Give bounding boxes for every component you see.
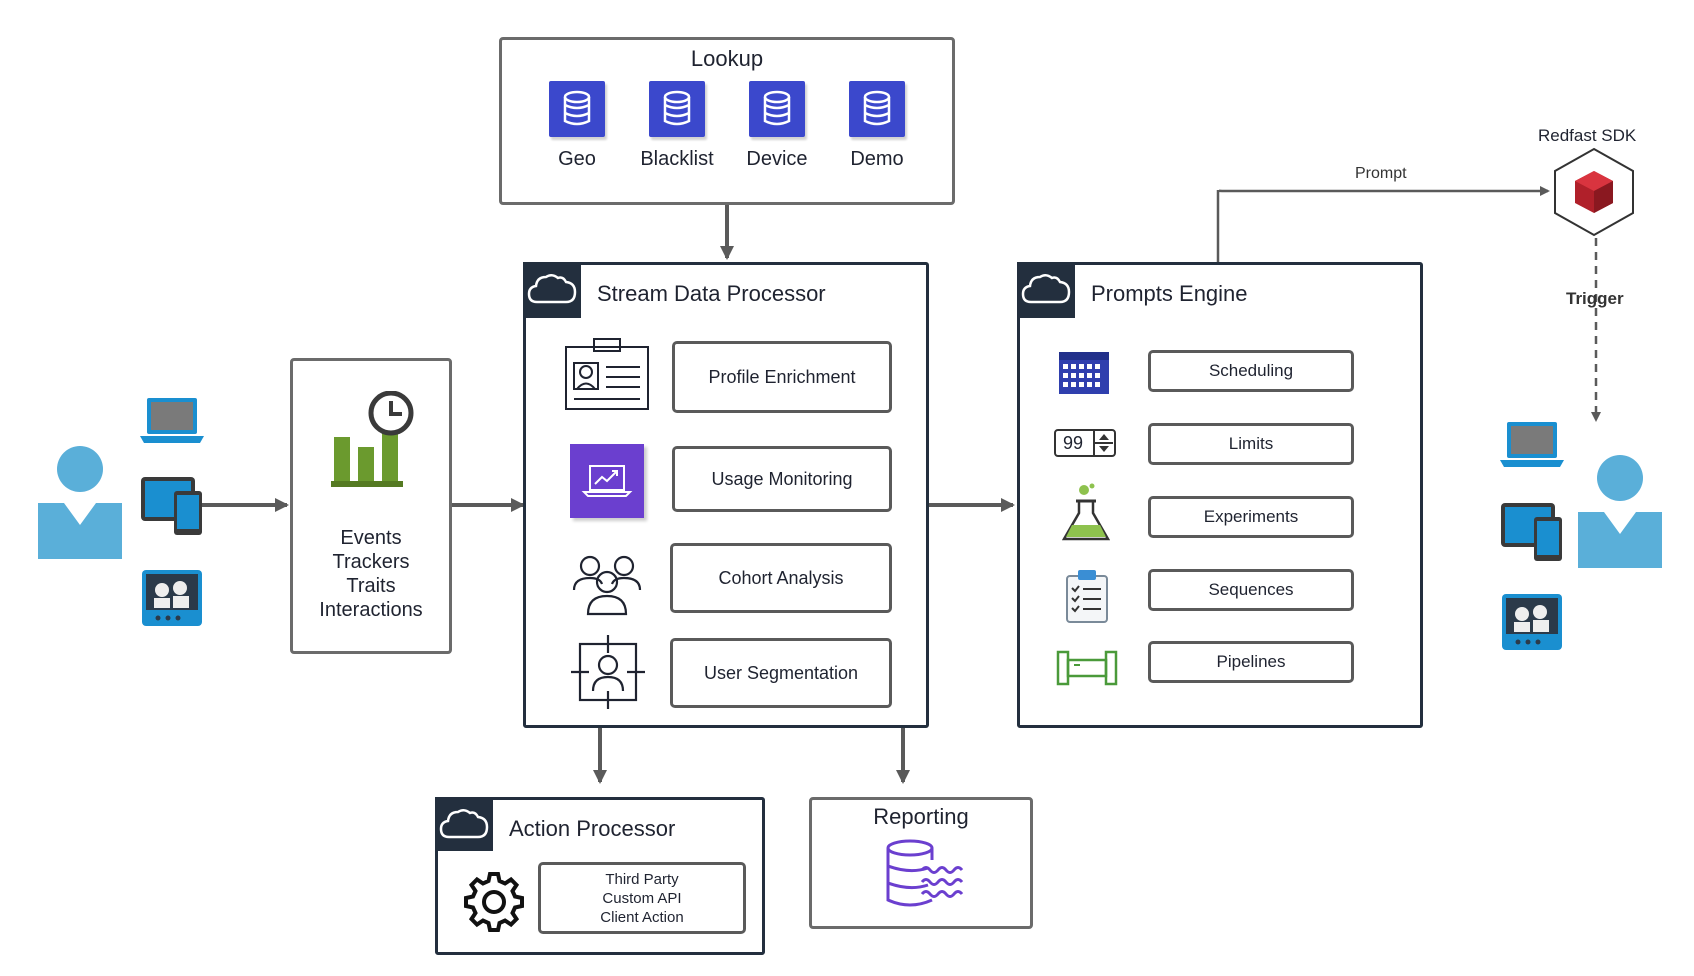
database-icon xyxy=(649,81,705,137)
stepper-value: 99 xyxy=(1063,433,1084,453)
reporting-box: Reporting xyxy=(809,797,1033,929)
flask-icon xyxy=(1062,483,1110,541)
tv-monitor-icon xyxy=(1502,594,1562,650)
cloud-icon xyxy=(1017,262,1075,318)
collector-label-trackers: Trackers xyxy=(332,551,410,573)
lookup-label-geo: Geo xyxy=(558,148,596,170)
database-icon xyxy=(849,81,905,137)
database-icon xyxy=(549,81,605,137)
tv-monitor-icon xyxy=(142,570,202,626)
lookup-title: Lookup xyxy=(690,46,764,71)
user-avatar-icon xyxy=(1578,455,1662,568)
action-target-custom-api: Custom API xyxy=(602,889,682,907)
collector-labels: Events Trackers Traits Interactions xyxy=(293,526,449,622)
tablet-phone-icon xyxy=(1501,503,1562,561)
pipelines-button[interactable]: Pipelines xyxy=(1148,641,1354,683)
id-card-icon xyxy=(565,338,649,410)
sdk-title: Redfast SDK xyxy=(1538,126,1637,145)
pipe-icon xyxy=(1056,650,1118,686)
reporting-title: Reporting xyxy=(873,804,969,829)
database-icon xyxy=(749,81,805,137)
event-collector-box: Events Trackers Traits Interactions xyxy=(290,358,452,654)
gear-icon xyxy=(464,872,524,932)
action-target-third-party: Third Party xyxy=(605,870,679,888)
action-title: Action Processor xyxy=(509,816,676,841)
action-targets-button[interactable]: Third Party Custom API Client Action xyxy=(538,862,746,934)
profile-enrichment-button[interactable]: Profile Enrichment xyxy=(672,341,892,413)
number-stepper-icon: 99 xyxy=(1054,429,1116,457)
edge-label-trigger: Trigger xyxy=(1566,289,1624,308)
monitoring-laptop-icon xyxy=(570,444,644,518)
lookup-label-demo: Demo xyxy=(850,148,904,170)
lookup-label-device: Device xyxy=(746,148,808,170)
cloud-icon xyxy=(435,797,493,851)
lookup-box: Lookup Geo Blacklist Device Demo xyxy=(499,37,955,205)
user-segmentation-button[interactable]: User Segmentation xyxy=(670,638,892,708)
edge-prompts-to-sdk xyxy=(1216,186,1550,262)
laptop-icon xyxy=(140,398,204,443)
lookup-label-blacklist: Blacklist xyxy=(640,148,714,170)
edge-label-prompt: Prompt xyxy=(1355,165,1407,182)
collector-label-events: Events xyxy=(340,527,402,549)
calendar-icon xyxy=(1059,352,1109,394)
collector-label-interactions: Interactions xyxy=(319,599,423,621)
sequences-button[interactable]: Sequences xyxy=(1148,569,1354,611)
sdk-cube-icon xyxy=(1554,147,1634,237)
scheduling-button[interactable]: Scheduling xyxy=(1148,350,1354,392)
stream-title: Stream Data Processor xyxy=(597,281,826,306)
stream-data-processor-box: Stream Data Processor Profile Enrichment… xyxy=(523,262,929,728)
cohort-analysis-button[interactable]: Cohort Analysis xyxy=(670,543,892,613)
laptop-icon xyxy=(1500,422,1564,467)
checklist-icon xyxy=(1066,570,1108,623)
users-group-icon xyxy=(572,555,642,616)
experiments-button[interactable]: Experiments xyxy=(1148,496,1354,538)
cloud-icon xyxy=(523,262,581,318)
data-stream-icon xyxy=(886,839,964,907)
bar-chart-clock-icon xyxy=(331,391,414,487)
prompts-title: Prompts Engine xyxy=(1091,281,1248,306)
limits-button[interactable]: Limits xyxy=(1148,423,1354,465)
user-target-icon xyxy=(571,635,645,709)
user-avatar-icon xyxy=(38,446,122,559)
usage-monitoring-button[interactable]: Usage Monitoring xyxy=(672,446,892,512)
tablet-phone-icon xyxy=(141,477,202,535)
collector-label-traits: Traits xyxy=(346,575,396,597)
prompts-engine-box: Prompts Engine Scheduling 99 Limits Expe… xyxy=(1017,262,1423,728)
action-target-client-action: Client Action xyxy=(600,908,684,926)
action-processor-box: Action Processor Third Party Custom API … xyxy=(435,797,765,955)
